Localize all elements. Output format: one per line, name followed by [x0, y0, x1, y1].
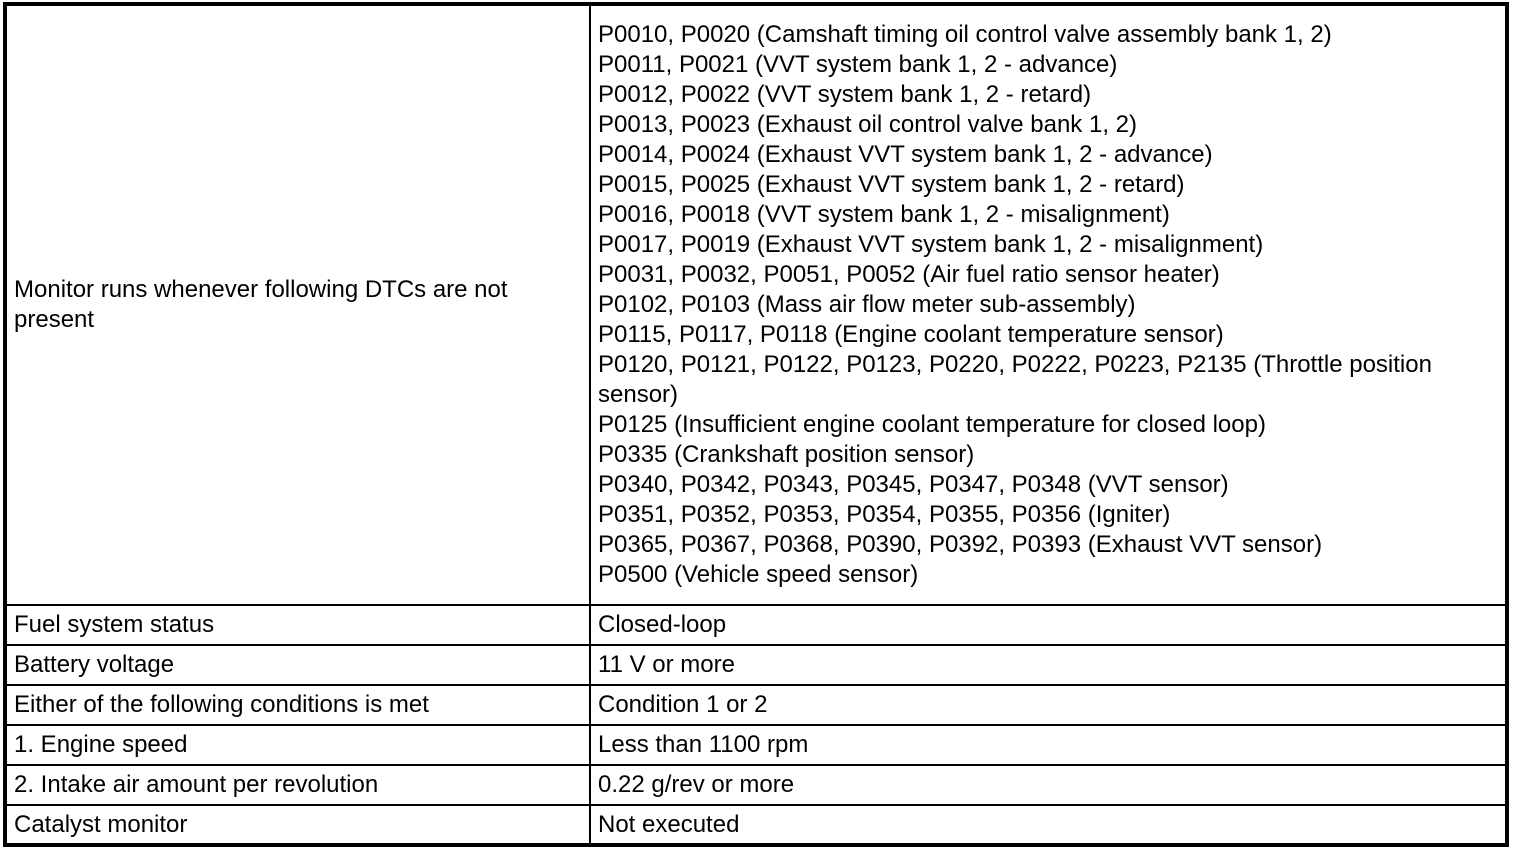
- dtc-line: P0014, P0024 (Exhaust VVT system bank 1,…: [598, 141, 1213, 168]
- table-row-intake-air-amount: 2. Intake air amount per revolution 0.22…: [4, 764, 1508, 806]
- condition-label: 1. Engine speed: [4, 724, 591, 766]
- table-row-monitor-dtcs: Monitor runs whenever following DTCs are…: [4, 3, 1508, 606]
- condition-value: 0.22 g/rev or more: [589, 764, 1508, 806]
- table-row-fuel-system-status: Fuel system status Closed-loop: [4, 604, 1508, 646]
- dtc-monitor-conditions-table: Monitor runs whenever following DTCs are…: [3, 2, 1509, 847]
- dtc-line: P0013, P0023 (Exhaust oil control valve …: [598, 111, 1137, 138]
- condition-label: 2. Intake air amount per revolution: [4, 764, 591, 806]
- condition-label: Catalyst monitor: [4, 804, 591, 846]
- condition-value: Not executed: [589, 804, 1508, 846]
- dtc-line: P0340, P0342, P0343, P0345, P0347, P0348…: [598, 471, 1229, 498]
- dtc-line: P0016, P0018 (VVT system bank 1, 2 - mis…: [598, 201, 1170, 228]
- condition-label: Battery voltage: [4, 644, 591, 686]
- table-row-either-condition: Either of the following conditions is me…: [4, 684, 1508, 726]
- dtc-line: P0115, P0117, P0118 (Engine coolant temp…: [598, 321, 1224, 348]
- dtc-line: P0011, P0021 (VVT system bank 1, 2 - adv…: [598, 51, 1118, 78]
- dtc-line: P0015, P0025 (Exhaust VVT system bank 1,…: [598, 171, 1185, 198]
- condition-label: Fuel system status: [4, 604, 591, 646]
- dtc-line: P0125 (Insufficient engine coolant tempe…: [598, 411, 1266, 438]
- dtc-line: P0031, P0032, P0051, P0052 (Air fuel rat…: [598, 261, 1220, 288]
- dtc-line: P0017, P0019 (Exhaust VVT system bank 1,…: [598, 231, 1264, 258]
- condition-value: Condition 1 or 2: [589, 684, 1508, 726]
- condition-label: Monitor runs whenever following DTCs are…: [4, 3, 591, 606]
- dtc-line: P0120, P0121, P0122, P0123, P0220, P0222…: [598, 351, 1432, 408]
- condition-value: Less than 1100 rpm: [589, 724, 1508, 766]
- table-row-engine-speed: 1. Engine speed Less than 1100 rpm: [4, 724, 1508, 766]
- condition-label: Either of the following conditions is me…: [4, 684, 591, 726]
- table-row-battery-voltage: Battery voltage 11 V or more: [4, 644, 1508, 686]
- dtc-list: P0010, P0020 (Camshaft timing oil contro…: [589, 3, 1508, 606]
- table-row-catalyst-monitor: Catalyst monitor Not executed: [4, 804, 1508, 846]
- dtc-line: P0012, P0022 (VVT system bank 1, 2 - ret…: [598, 81, 1092, 108]
- condition-value: Closed-loop: [589, 604, 1508, 646]
- dtc-line: P0102, P0103 (Mass air flow meter sub-as…: [598, 291, 1136, 318]
- dtc-line: P0335 (Crankshaft position sensor): [598, 441, 975, 468]
- condition-value: 11 V or more: [589, 644, 1508, 686]
- dtc-line: P0010, P0020 (Camshaft timing oil contro…: [598, 21, 1332, 48]
- dtc-line: P0500 (Vehicle speed sensor): [598, 561, 919, 588]
- dtc-line: P0351, P0352, P0353, P0354, P0355, P0356…: [598, 501, 1171, 528]
- dtc-line: P0365, P0367, P0368, P0390, P0392, P0393…: [598, 531, 1323, 558]
